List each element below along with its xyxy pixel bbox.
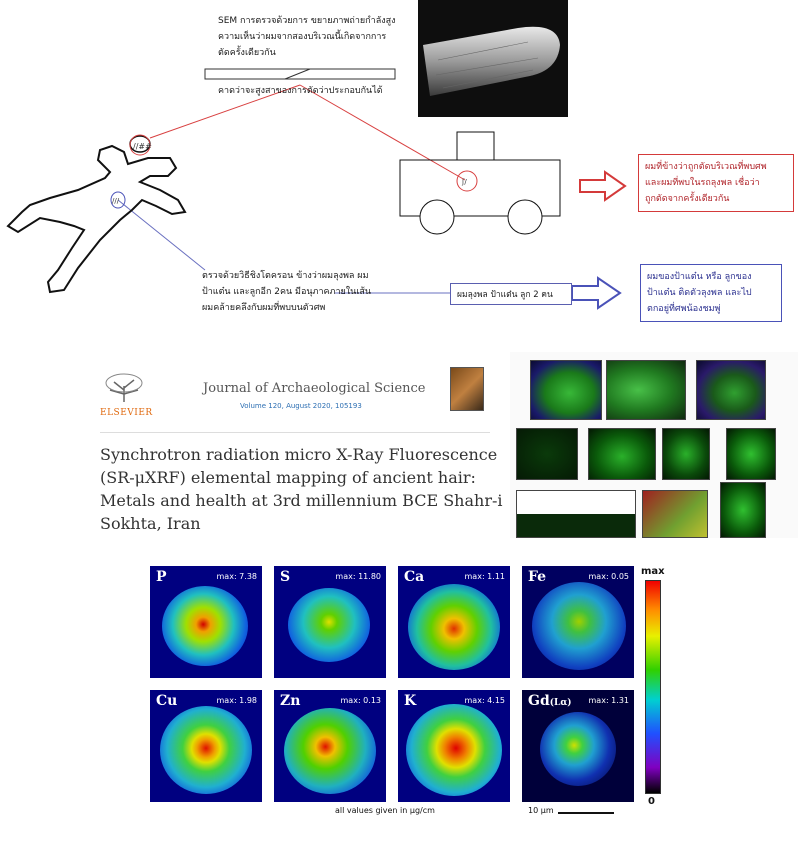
map-element-label: Gd(Lα)	[528, 693, 572, 709]
sem-caption-line: ความเห็นว่าผมจากสองบริเวณนี้เกิดจากการ	[218, 32, 387, 42]
fluorescence-panel	[588, 428, 656, 480]
map-panel-zn: Zn max: 0.13	[274, 690, 386, 802]
red-line-left	[149, 84, 301, 139]
publisher-name: ELSEVIER	[100, 408, 153, 418]
svg-text:///: ///	[112, 197, 120, 205]
red-line-right	[299, 84, 466, 181]
sem-caption: SEM การตรวจด้วยการ ขยายภาพถ่ายกำลังสูง ค…	[218, 13, 418, 61]
map-max-label: max: 0.13	[340, 696, 381, 705]
map-panel-gd: Gd(Lα) max: 1.31	[522, 690, 634, 802]
map-max-label: max: 7.38	[216, 572, 257, 581]
map-element-label: S	[280, 569, 291, 585]
fluorescence-panel	[720, 482, 766, 538]
hair-circle-body-icon	[110, 191, 126, 209]
journal-cover	[450, 367, 484, 411]
map-max-label: max: 1.11	[464, 572, 505, 581]
paper-title-line: Sokhta, Iran	[100, 514, 201, 533]
divider	[100, 432, 490, 433]
map-element-symbol: Gd	[528, 693, 550, 709]
paper-title-line: Synchrotron radiation micro X-Ray Fluore…	[100, 445, 498, 464]
paper-title: Synchrotron radiation micro X-Ray Fluore…	[100, 443, 520, 535]
red-arrow-icon	[579, 170, 627, 202]
blue-box-line: ป้าแต๋น ติดตัวลุงพล และไป	[647, 288, 752, 298]
sr-caption-line: ตรวจด้วยวิธีชิงโตครอน ข้างว่าผมลุงพล ผม	[202, 271, 369, 281]
fluorescence-panel	[662, 428, 710, 480]
map-max-label: max: 1.31	[588, 696, 629, 705]
map-panel-k: K max: 4.15	[398, 690, 510, 802]
sem-caption-conclusion: คาดว่าจะสูงสาของการตัดว่าประกอบกันได้	[218, 86, 383, 96]
map-panel-ca: Ca max: 1.11	[398, 566, 510, 678]
fluorescence-panel	[516, 490, 636, 538]
sr-caption-line: ป้าแต๋น และลูกอีก 2คน มีอนุภาคภายในเส้น	[202, 287, 372, 297]
elsevier-tree-icon	[100, 372, 148, 404]
colorbar-min-label: 0	[648, 796, 655, 807]
truck-icon	[399, 131, 561, 235]
colorbar	[645, 580, 661, 794]
sem-hair-strand-icon	[423, 26, 560, 96]
blue-box-line: ตกอยู่ที่ศพน้องชมพู่	[647, 304, 721, 314]
blue-line	[117, 199, 206, 271]
colorbar-max-label: max	[641, 566, 665, 577]
fluorescence-figure	[510, 352, 798, 538]
journal-volume: Volume 120, August 2020, 105193	[240, 402, 362, 410]
paper-title-line: Metals and health at 3rd millennium BCE …	[100, 491, 503, 510]
map-element-label: K	[404, 693, 417, 709]
map-max-label: max: 11.80	[335, 572, 381, 581]
map-element-subscript: (Lα)	[549, 698, 572, 708]
map-element-label: Cu	[156, 693, 178, 709]
sem-caption-line: ตัดครั้งเดียวกัน	[218, 48, 276, 58]
fluorescence-panel	[606, 360, 686, 420]
hair-circle-head-icon	[129, 134, 151, 156]
svg-text:ʃ/: ʃ/	[461, 178, 467, 186]
body-outline-icon	[6, 144, 187, 294]
fluorescence-panel	[530, 360, 602, 420]
map-element-label: P	[156, 569, 167, 585]
map-element-label: Fe	[528, 569, 547, 585]
sr-caption-line: ผมคล้ายคลึงกับผมที่พบบนตัวศพ	[202, 303, 326, 313]
sem-hair-image	[418, 0, 568, 117]
diagram-lines: ʃ/ /// //##	[6, 68, 627, 310]
fluorescence-panel	[696, 360, 766, 420]
hair-circle-truck-icon	[456, 170, 478, 192]
map-panel-p: P max: 7.38	[150, 566, 262, 678]
fluorescence-panel	[516, 428, 578, 480]
units-note: all values given in μg/cm	[335, 806, 435, 815]
map-panel-fe: Fe max: 0.05	[522, 566, 634, 678]
map-panel-cu: Cu max: 1.98	[150, 690, 262, 802]
fluorescence-panel	[726, 428, 776, 480]
sr-caption: ตรวจด้วยวิธีชิงโตครอน ข้างว่าผมลุงพล ผม …	[202, 268, 402, 316]
map-element-label: Zn	[280, 693, 301, 709]
scale-bar	[558, 812, 614, 814]
blue-conclusion-box: ผมของป้าแต๋น หรือ ลูกของ ป้าแต๋น ติดตัวล…	[640, 264, 782, 322]
map-panel-s: S max: 11.80	[274, 566, 386, 678]
scale-bar-label: 10 μm	[528, 806, 554, 815]
map-max-label: max: 1.98	[216, 696, 257, 705]
paper-title-line: (SR-μXRF) elemental mapping of ancient h…	[100, 468, 476, 487]
map-element-label: Ca	[404, 569, 425, 585]
sem-caption-line: SEM การตรวจด้วยการ ขยายภาพถ่ายกำลังสูง	[218, 16, 396, 26]
blue-box-line: ผมของป้าแต๋น หรือ ลูกของ	[647, 272, 752, 282]
elemental-maps: P max: 7.38 S max: 11.80 Ca max: 1.11 Fe…	[150, 560, 670, 820]
fluorescence-panel	[642, 490, 708, 538]
journal-name: Journal of Archaeological Science	[203, 381, 426, 396]
map-max-label: max: 0.05	[588, 572, 629, 581]
red-box-line: ถูกตัดจากครั้งเดียวกัน	[645, 194, 730, 204]
red-box-line: และผมที่พบในรถลุงพล เชื่อว่า	[645, 178, 760, 188]
hair-comparison-bar	[204, 68, 396, 80]
red-box-line: ผมที่ข้างว่าถูกตัดบริเวณที่พบศพ	[645, 162, 767, 172]
map-max-label: max: 4.15	[464, 696, 505, 705]
svg-text://##: //##	[133, 142, 152, 151]
suspects-box: ผมลุงพล ป้าแต๋น ลูก 2 คน	[450, 283, 572, 305]
red-conclusion-box: ผมที่ข้างว่าถูกตัดบริเวณที่พบศพ และผมที่…	[638, 154, 794, 212]
elsevier-logo: ELSEVIER	[100, 372, 152, 418]
blue-arrow-icon	[571, 276, 622, 310]
